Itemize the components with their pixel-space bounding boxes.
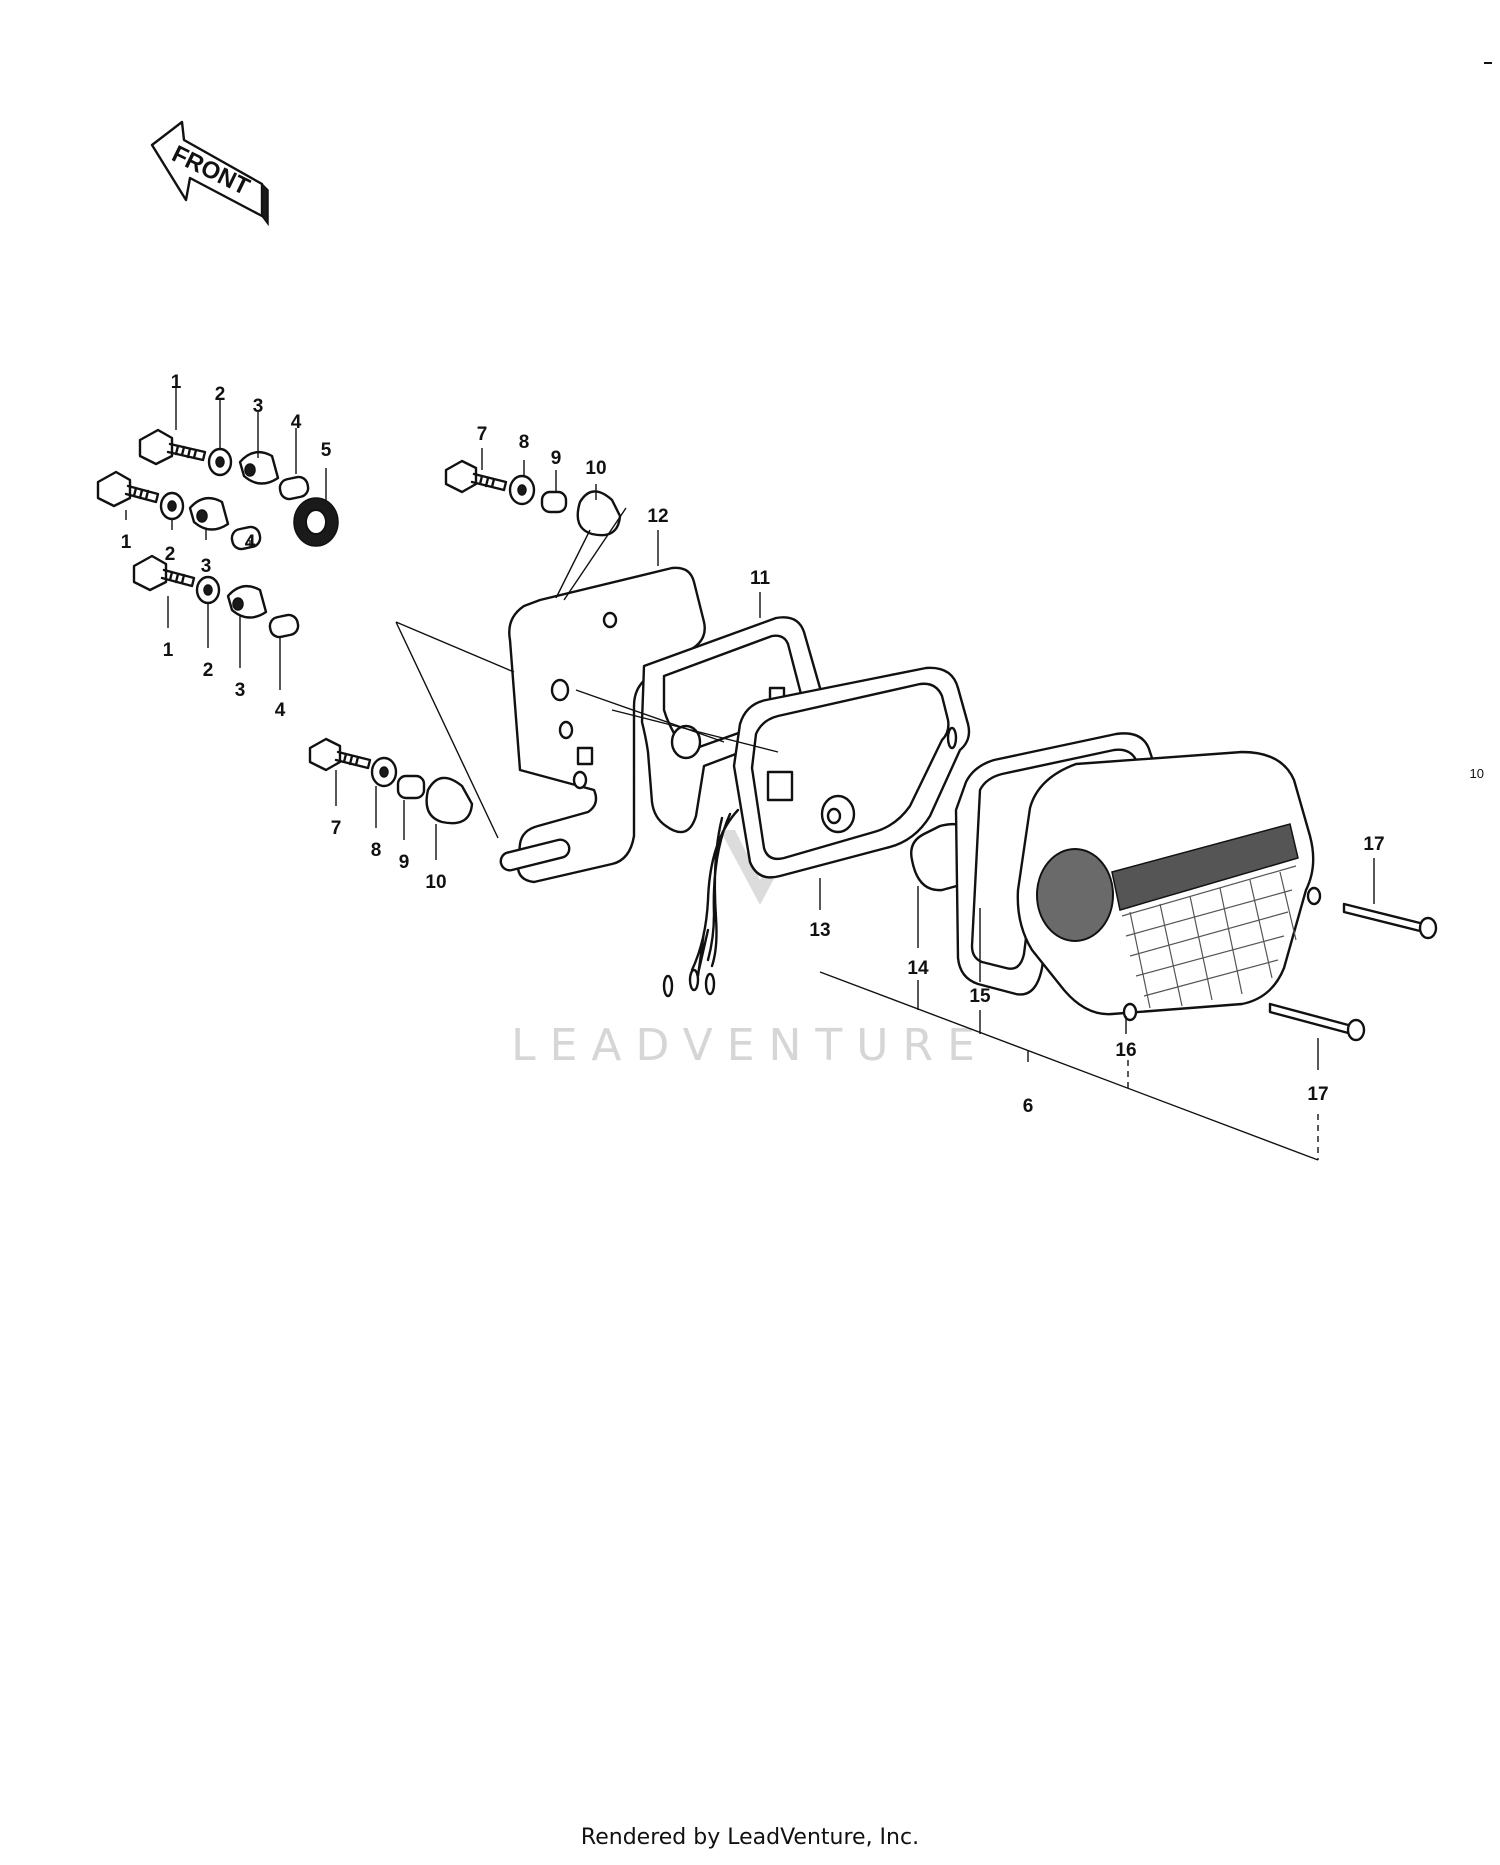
leader-lines (125, 388, 1375, 1161)
bolt-1a (138, 428, 174, 466)
screws-17 (1268, 902, 1438, 1042)
callout-4: 4 (245, 532, 256, 553)
hardware-row-2 (96, 470, 262, 551)
callout-1: 1 (163, 640, 174, 661)
collar-3b (188, 496, 230, 531)
bolt-1b (96, 470, 132, 508)
bracket-12 (499, 566, 706, 884)
hardware-row-1 (138, 428, 339, 547)
gasket-11 (640, 616, 826, 834)
hardware-set-7-10-lower (308, 737, 474, 825)
callout-9: 9 (551, 448, 562, 469)
callout-8: 8 (519, 432, 530, 453)
page-edge-mark: 10 (1470, 766, 1484, 781)
lamp-base-13 (662, 666, 971, 998)
callout-2: 2 (203, 660, 214, 681)
callout-labels: 1 2 3 4 5 1 2 3 4 1 2 3 4 7 8 9 10 12 11… (121, 372, 1385, 1117)
callout-7: 7 (331, 818, 342, 839)
spacer-4c (268, 613, 300, 639)
spacer-4b (230, 525, 262, 551)
callout-15: 15 (969, 986, 991, 1007)
corner-tick (1484, 62, 1492, 64)
callout-13: 13 (809, 920, 830, 941)
callout-6: 6 (1023, 1096, 1034, 1117)
lens-16 (1016, 750, 1322, 1022)
callout-17: 17 (1363, 834, 1384, 855)
spacer-9b (396, 774, 426, 800)
reflector-circle (1036, 848, 1114, 942)
callout-4: 4 (291, 412, 302, 433)
rubber-10b (425, 776, 474, 825)
bracket-slot (499, 838, 571, 872)
callout-17: 17 (1307, 1084, 1328, 1105)
callout-11: 11 (750, 568, 771, 589)
wiring-harness (690, 808, 740, 978)
bolt-7a (444, 459, 478, 494)
callout-10: 10 (425, 872, 446, 893)
front-direction-arrow: FRONT (150, 120, 269, 227)
bolt-1a-shank (166, 442, 207, 462)
spacer-4a (278, 475, 310, 501)
callout-9: 9 (399, 852, 410, 873)
callout-16: 16 (1115, 1040, 1136, 1061)
callout-3: 3 (235, 680, 246, 701)
lens-reflector-grid (1111, 823, 1299, 911)
watermark-text: LEADVENTURE (511, 1020, 989, 1071)
callout-14: 14 (907, 958, 929, 979)
callout-1: 1 (171, 372, 182, 393)
rubber-10a (576, 490, 622, 537)
callout-5: 5 (321, 440, 332, 461)
callout-7: 7 (477, 424, 488, 445)
hardware-row-3 (132, 554, 300, 639)
callout-3: 3 (253, 396, 264, 417)
callout-1: 1 (121, 532, 132, 553)
callout-8: 8 (371, 840, 382, 861)
callout-12: 12 (647, 506, 668, 527)
screw-17b (1268, 1002, 1354, 1036)
bolt-7b (308, 737, 342, 772)
screw-17a (1342, 902, 1426, 934)
bulb-socket (766, 770, 794, 802)
lens-crosshatch (1121, 865, 1297, 1009)
callout-4: 4 (275, 700, 286, 721)
callout-10: 10 (585, 458, 606, 479)
bolt-1c (132, 554, 168, 592)
callout-2: 2 (215, 384, 226, 405)
hardware-set-7-10-upper (444, 459, 622, 537)
spacer-9a (540, 490, 568, 514)
callout-3: 3 (201, 556, 212, 577)
footer-credit: Rendered by LeadVenture, Inc. (580, 1825, 920, 1850)
callout-2: 2 (165, 544, 176, 565)
